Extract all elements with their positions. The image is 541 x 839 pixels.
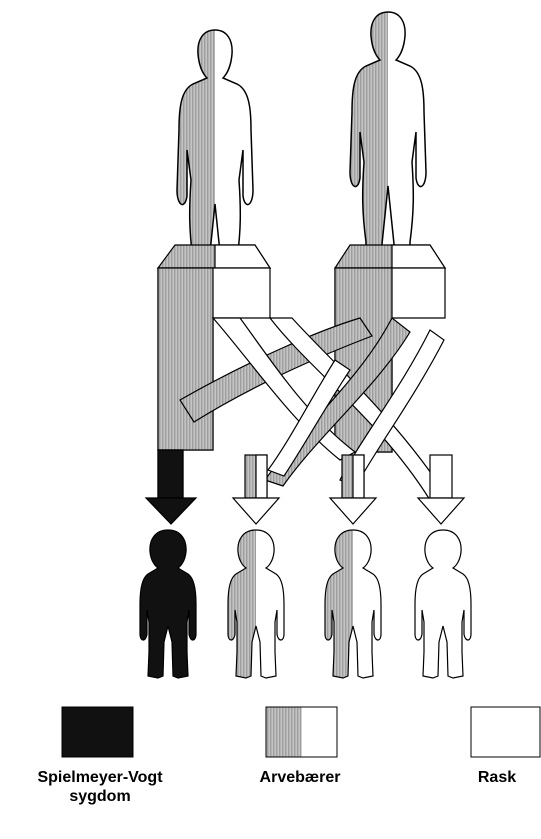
gene-flow-channels bbox=[158, 268, 448, 500]
legend-label-affected-disease: Spielmeyer-Vogt sygdom bbox=[30, 768, 170, 806]
legend-label-affected-line1: Spielmeyer-Vogt bbox=[30, 768, 170, 787]
legend-label-healthy-line1: Rask bbox=[462, 768, 532, 787]
father-pedestal bbox=[335, 245, 445, 268]
arrow-child-3 bbox=[330, 455, 376, 524]
legend-label-affected-line2: sygdom bbox=[30, 787, 170, 806]
arrow-child-1 bbox=[146, 450, 196, 524]
legend-swatch-carrier bbox=[266, 707, 337, 757]
legend-label-healthy: Rask bbox=[462, 768, 532, 787]
child-affected bbox=[140, 530, 196, 678]
child-healthy bbox=[415, 530, 471, 678]
child-carrier-1 bbox=[225, 525, 284, 685]
legend-swatch-affected bbox=[62, 707, 133, 757]
legend-swatch-healthy bbox=[471, 707, 540, 757]
father-figure bbox=[340, 5, 426, 285]
mother-pedestal bbox=[158, 245, 270, 268]
legend-label-carrier: Arvebærer bbox=[240, 768, 360, 787]
legend-label-carrier-line1: Arvebærer bbox=[240, 768, 360, 787]
child-carrier-2 bbox=[322, 525, 381, 685]
